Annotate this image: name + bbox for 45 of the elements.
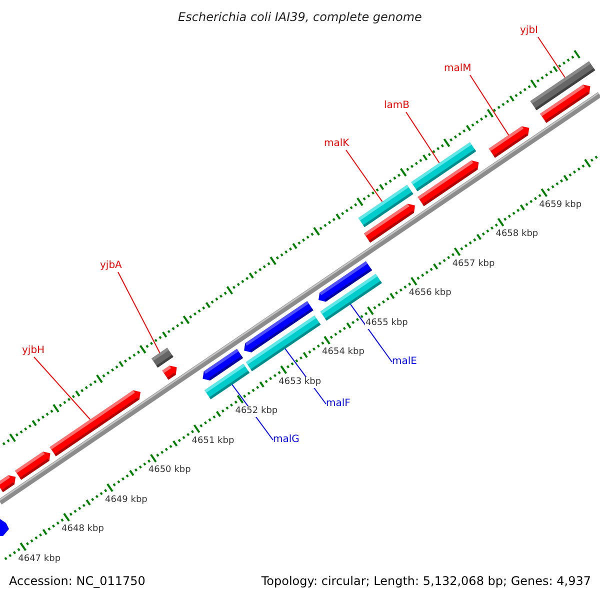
scale-label: 4647 kbp (18, 554, 61, 565)
gene-name: malG (273, 434, 300, 446)
scale-label: 4649 kbp (104, 494, 148, 506)
gene-block (411, 142, 476, 192)
gene-name: lamB (384, 100, 410, 112)
gene-name: yjbA (100, 260, 122, 272)
scale-label: 4659 kbp (539, 200, 582, 211)
scale-label: 4656 kbp (408, 288, 452, 300)
accession-text: Accession: NC_011750 (9, 574, 146, 589)
pointed-gene-block (202, 348, 243, 380)
scale-label: 4652 kbp (235, 406, 278, 418)
scale-label: 4653 kbp (278, 376, 322, 388)
gene-block (0, 519, 9, 536)
pointed-gene-block (162, 366, 177, 380)
genome-summary: Topology: circular; Length: 5,132,068 bp; Genes: 4,937 (261, 574, 591, 589)
pointed-gene-block (15, 452, 50, 480)
scale-label: 4648 kbp (62, 524, 104, 536)
title: Escherichia coli IAI39, complete genome (177, 9, 423, 25)
scale-label: 4654 kbp (322, 347, 364, 358)
gene-name: malE (392, 356, 417, 368)
gene-block (152, 348, 174, 368)
pointed-gene-block (50, 390, 140, 456)
leader-line (470, 74, 510, 136)
scale-label: 4657 kbp (452, 258, 495, 270)
pointed-gene-block (244, 301, 314, 352)
scale-label: 4658 kbp (496, 229, 538, 240)
gene-name: yjbI (520, 25, 538, 37)
pointed-gene-block (540, 84, 590, 123)
leader-line (118, 272, 160, 354)
leader-line (34, 356, 91, 420)
gene-name: malK (324, 138, 350, 150)
pointed-gene-block (0, 475, 16, 492)
scale-label: 4651 kbp (192, 436, 234, 447)
pointed-gene-block (488, 126, 530, 158)
scale-label: 4655 kbp (365, 318, 408, 329)
leader-line (538, 36, 566, 78)
gene-name: malF (326, 398, 350, 410)
gene-block (358, 184, 414, 228)
leader-line (350, 304, 392, 362)
leader-line (346, 150, 383, 202)
scale-label: 4650 kbp (148, 465, 191, 476)
leader-line (406, 112, 440, 164)
gene-name: malM (444, 63, 472, 75)
gene-name: yjbH (22, 345, 45, 357)
pointed-gene-block (318, 261, 372, 302)
